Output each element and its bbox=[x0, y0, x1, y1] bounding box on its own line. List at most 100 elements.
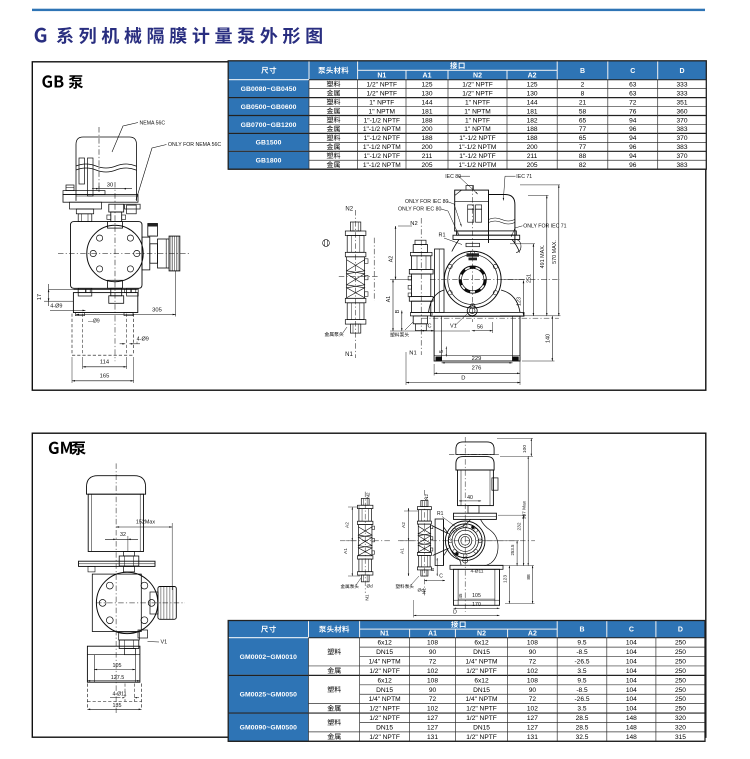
svg-text:GM0002~GM0010: GM0002~GM0010 bbox=[240, 654, 298, 661]
svg-text:181: 181 bbox=[527, 108, 538, 115]
svg-text:104: 104 bbox=[626, 640, 637, 647]
svg-text:144: 144 bbox=[527, 99, 538, 106]
svg-text:1/2" NPTF: 1/2" NPTF bbox=[369, 668, 400, 675]
svg-text:N2: N2 bbox=[410, 221, 417, 227]
svg-text:96: 96 bbox=[629, 126, 637, 133]
svg-text:1"-1/2 NPTF: 1"-1/2 NPTF bbox=[364, 135, 400, 142]
svg-text:1/2" NPTF: 1/2" NPTF bbox=[466, 668, 497, 675]
svg-text:90: 90 bbox=[429, 649, 437, 656]
svg-text:B: B bbox=[430, 568, 436, 571]
svg-text:229: 229 bbox=[472, 356, 482, 362]
svg-text:A1: A1 bbox=[428, 631, 437, 638]
svg-text:102: 102 bbox=[527, 706, 538, 713]
svg-text:570 MAX.: 570 MAX. bbox=[552, 240, 558, 264]
svg-text:1"-1/2 NPTM: 1"-1/2 NPTM bbox=[363, 126, 401, 133]
svg-text:587 Max: 587 Max bbox=[521, 500, 527, 519]
svg-text:63: 63 bbox=[629, 90, 637, 97]
svg-text:65: 65 bbox=[579, 135, 587, 142]
svg-text:V1: V1 bbox=[161, 640, 168, 646]
svg-text:1/2" NPTF: 1/2" NPTF bbox=[367, 81, 398, 88]
svg-text:8: 8 bbox=[581, 90, 585, 97]
svg-text:C: C bbox=[428, 324, 432, 330]
svg-text:D: D bbox=[461, 375, 465, 381]
svg-text:105: 105 bbox=[472, 593, 481, 599]
svg-text:205: 205 bbox=[421, 162, 432, 169]
svg-text:1"-1/2 NPTM: 1"-1/2 NPTM bbox=[459, 144, 497, 151]
svg-text:130: 130 bbox=[527, 90, 538, 97]
svg-text:104: 104 bbox=[626, 677, 637, 684]
svg-text:A1: A1 bbox=[423, 73, 432, 80]
svg-text:A2: A2 bbox=[401, 522, 407, 528]
svg-text:200: 200 bbox=[421, 126, 432, 133]
svg-text:DN15: DN15 bbox=[376, 687, 393, 694]
svg-text:17: 17 bbox=[37, 294, 43, 300]
svg-text:148: 148 bbox=[626, 715, 637, 722]
svg-text:104: 104 bbox=[626, 649, 637, 656]
svg-text:DN15: DN15 bbox=[376, 724, 393, 731]
svg-text:108: 108 bbox=[527, 640, 538, 647]
svg-text:1/2" NPTF: 1/2" NPTF bbox=[369, 734, 400, 741]
svg-text:N1: N1 bbox=[380, 631, 389, 638]
svg-text:N2: N2 bbox=[366, 492, 372, 498]
svg-text:V1: V1 bbox=[450, 324, 457, 330]
svg-text:250: 250 bbox=[675, 640, 686, 647]
svg-text:-26.5: -26.5 bbox=[574, 659, 589, 666]
svg-text:251: 251 bbox=[527, 274, 533, 283]
svg-text:182: 182 bbox=[527, 117, 538, 124]
svg-text:188: 188 bbox=[527, 126, 538, 133]
svg-text:131: 131 bbox=[527, 734, 538, 741]
svg-text:1/2" NPTF: 1/2" NPTF bbox=[466, 734, 497, 741]
svg-text:DN15: DN15 bbox=[473, 687, 490, 694]
svg-text:9.5: 9.5 bbox=[577, 640, 586, 647]
svg-text:370: 370 bbox=[676, 135, 687, 142]
svg-text:135: 135 bbox=[113, 703, 122, 709]
svg-text:491 MAX.: 491 MAX. bbox=[540, 245, 546, 269]
svg-text:ONLY FOR NEMA 56C: ONLY FOR NEMA 56C bbox=[168, 142, 221, 148]
svg-text:96: 96 bbox=[629, 144, 637, 151]
svg-text:4-Ø11: 4-Ø11 bbox=[471, 568, 484, 574]
svg-text:N1: N1 bbox=[345, 352, 353, 358]
svg-text:2: 2 bbox=[581, 81, 585, 88]
svg-text:Ød: Ød bbox=[367, 584, 374, 589]
svg-text:1"-1/2 NPTM: 1"-1/2 NPTM bbox=[459, 162, 497, 169]
svg-text:4-Ø9: 4-Ø9 bbox=[50, 304, 62, 310]
svg-text:250: 250 bbox=[675, 706, 686, 713]
svg-text:232: 232 bbox=[517, 522, 523, 530]
svg-text:250: 250 bbox=[675, 687, 686, 694]
svg-text:21: 21 bbox=[579, 99, 587, 106]
svg-text:148: 148 bbox=[626, 724, 637, 731]
svg-text:1" NPTM: 1" NPTM bbox=[464, 108, 491, 115]
svg-text:58: 58 bbox=[579, 108, 587, 115]
svg-text:188: 188 bbox=[421, 135, 432, 142]
svg-text:188: 188 bbox=[527, 135, 538, 142]
svg-text:148: 148 bbox=[626, 734, 637, 741]
svg-text:IEC 80: IEC 80 bbox=[445, 174, 461, 180]
svg-text:GB0080~GB0450: GB0080~GB0450 bbox=[241, 86, 297, 93]
svg-text:C: C bbox=[630, 68, 635, 75]
svg-text:1/4" NPTM: 1/4" NPTM bbox=[369, 659, 401, 666]
svg-text:104: 104 bbox=[626, 706, 637, 713]
svg-text:333: 333 bbox=[676, 81, 687, 88]
svg-text:1"-1/2 NPTF: 1"-1/2 NPTF bbox=[364, 153, 400, 160]
svg-text:250: 250 bbox=[675, 649, 686, 656]
svg-text:144: 144 bbox=[421, 99, 432, 106]
svg-text:1"-1/2 NPTM: 1"-1/2 NPTM bbox=[363, 162, 401, 169]
svg-text:A1: A1 bbox=[343, 548, 349, 554]
svg-text:102: 102 bbox=[427, 706, 438, 713]
svg-text:A2: A2 bbox=[389, 256, 395, 262]
svg-text:94: 94 bbox=[629, 135, 637, 142]
svg-text:1/2" NPTF: 1/2" NPTF bbox=[369, 706, 400, 713]
svg-text:72: 72 bbox=[429, 696, 437, 703]
svg-text:63: 63 bbox=[629, 81, 637, 88]
svg-text:3.5: 3.5 bbox=[577, 668, 586, 675]
svg-text:N2: N2 bbox=[345, 207, 353, 213]
svg-text:N2: N2 bbox=[424, 494, 430, 500]
svg-text:-26.5: -26.5 bbox=[574, 696, 589, 703]
svg-text:A1: A1 bbox=[386, 296, 392, 302]
svg-text:1" NPTF: 1" NPTF bbox=[465, 99, 490, 106]
svg-text:315: 315 bbox=[675, 734, 686, 741]
svg-text:152Max: 152Max bbox=[136, 520, 155, 526]
svg-text:72: 72 bbox=[529, 696, 537, 703]
svg-text:IEC 71: IEC 71 bbox=[516, 174, 532, 180]
svg-text:351: 351 bbox=[676, 99, 687, 106]
